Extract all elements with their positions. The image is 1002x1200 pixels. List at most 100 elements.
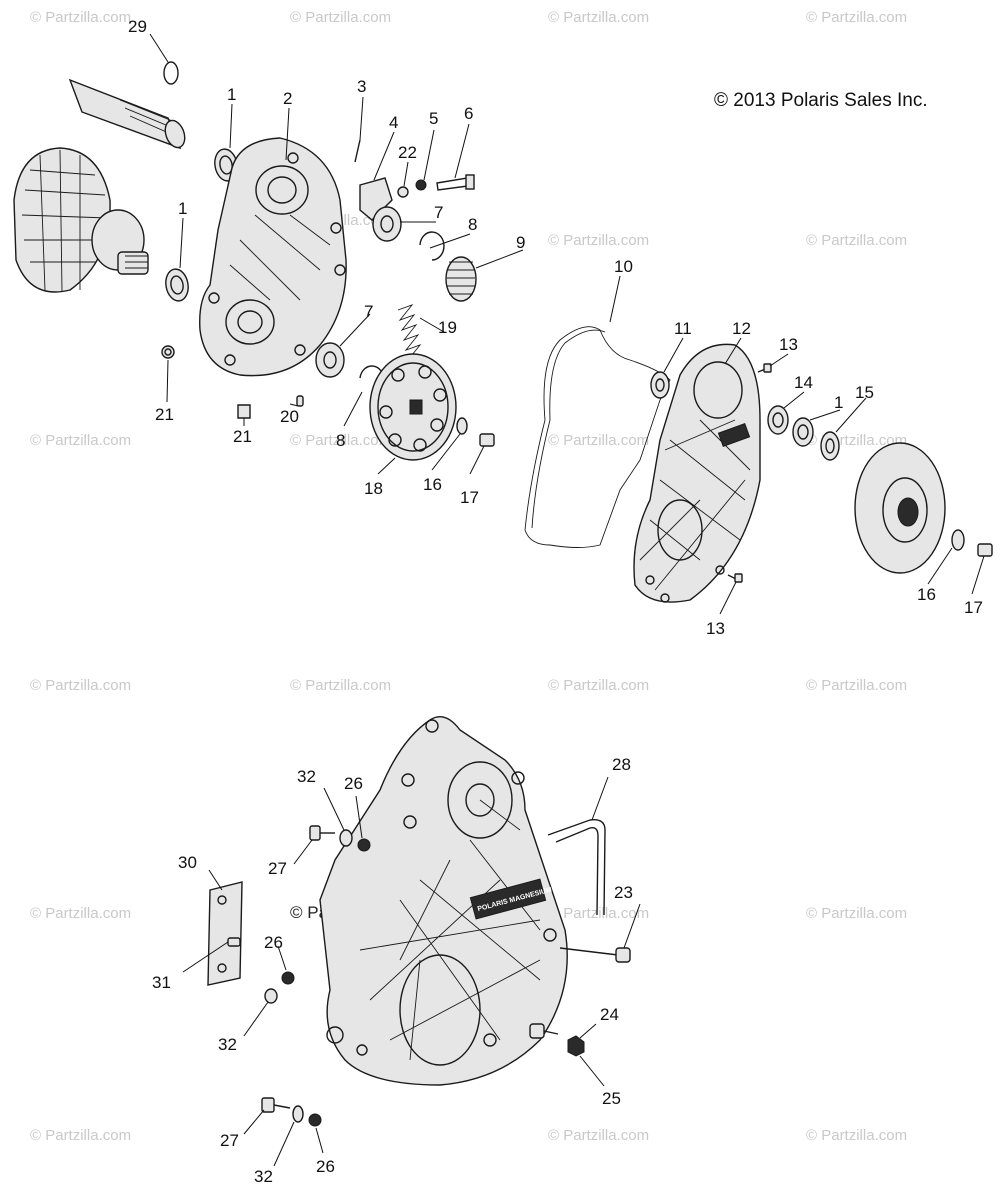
callout: 19	[438, 318, 457, 337]
bolt-24	[529, 1023, 559, 1039]
brake-disc	[854, 442, 946, 574]
plug-21-lower	[237, 404, 251, 419]
callout: 17	[460, 488, 479, 507]
drive-clutch	[13, 147, 149, 293]
callout: 21	[155, 405, 174, 424]
washer-22	[397, 186, 409, 198]
callout: 9	[516, 233, 525, 252]
pin-3	[354, 139, 361, 163]
watermark: © Partzilla.com	[548, 9, 649, 26]
callout: 27	[268, 859, 287, 878]
inner-case-2	[199, 137, 347, 377]
lower-assembly: POLARIS MAGNESIUM	[182, 716, 641, 1167]
nut-26-middle	[281, 971, 295, 985]
dowel-20	[296, 395, 304, 407]
bearing-7-lower	[315, 342, 345, 378]
nut-5	[415, 179, 427, 191]
washer-32-middle	[264, 988, 278, 1004]
cover-12	[633, 343, 761, 603]
callout: 1	[178, 199, 187, 218]
watermark: © Partzilla.com	[806, 9, 907, 26]
watermark: © Partzilla.com	[30, 1127, 131, 1144]
callout: 23	[614, 883, 633, 902]
nut-26-lower	[308, 1113, 322, 1127]
tensioner-19	[397, 304, 422, 361]
callout: 22	[398, 143, 417, 162]
callout: 30	[178, 853, 197, 872]
leader-lines	[149, 33, 985, 615]
bolt-27-upper	[309, 825, 335, 841]
drive-shaft	[68, 78, 186, 150]
bolt-27-lower	[261, 1097, 291, 1113]
callout: 16	[423, 475, 442, 494]
watermark: © Partzilla.com	[548, 905, 649, 922]
watermark: © Partzilla.com	[548, 232, 649, 249]
watermark: © Partzilla.com	[548, 432, 649, 449]
callout: 11	[674, 319, 692, 338]
callout: 8	[468, 215, 477, 234]
bolt-13-lower	[727, 573, 743, 583]
washer-32-lower	[292, 1105, 304, 1123]
callout: 13	[706, 619, 725, 638]
callout: 31	[152, 973, 171, 992]
callout: 5	[429, 109, 438, 128]
upper-exploded-assembly	[13, 33, 993, 615]
callout: 10	[614, 257, 633, 276]
callout: 15	[855, 383, 874, 402]
sprocket-9	[445, 256, 477, 302]
callout: 7	[434, 203, 443, 222]
callout: 7	[364, 302, 373, 321]
callout: 16	[917, 585, 936, 604]
nut-25	[567, 1035, 585, 1057]
callout: 32	[218, 1035, 237, 1054]
bolt-17	[479, 433, 495, 447]
watermark: © Partzilla.com	[30, 905, 131, 922]
callout: 4	[389, 113, 398, 132]
chaincase-cover-assembled: POLARIS MAGNESIUM	[319, 716, 568, 1086]
gear-18	[369, 353, 457, 461]
bracket-30-31	[207, 881, 243, 986]
callout: 20	[280, 407, 299, 426]
callout: 1	[834, 393, 843, 412]
seal-1-right	[792, 417, 814, 447]
watermark: © Partzilla.com	[30, 9, 131, 26]
watermark: © Partzilla.com	[806, 232, 907, 249]
bolt-23	[559, 947, 631, 963]
lower-leader-lines	[182, 776, 641, 1167]
callout: 21	[233, 427, 252, 446]
snap-ring-8-upper	[419, 231, 445, 261]
copyright-text: © 2013 Polaris Sales Inc.	[714, 90, 928, 111]
callout: 1	[227, 85, 236, 104]
washer-16	[456, 417, 468, 435]
watermark: © Partzilla.com	[30, 432, 131, 449]
seal-1-lower	[165, 268, 189, 302]
washer-16-right	[951, 529, 965, 551]
bearing-7-upper	[372, 206, 402, 242]
watermark-layer: © Partzilla.com © Partzilla.com © Partzi…	[30, 9, 907, 1144]
vent-hose-28	[547, 819, 606, 916]
callout: 17	[964, 598, 983, 617]
bolt-17-right	[977, 543, 993, 557]
watermark: © Partzilla.com	[806, 905, 907, 922]
plug-21-upper	[161, 345, 175, 359]
washer-32-upper	[339, 829, 353, 847]
bolt-6	[436, 174, 475, 191]
watermark: © Partzilla.com	[806, 1127, 907, 1144]
callout: 32	[297, 767, 316, 786]
callout: 12	[732, 319, 751, 338]
callout: 3	[357, 77, 366, 96]
callout: 26	[344, 774, 363, 793]
callout: 8	[336, 431, 345, 450]
bearing-11	[650, 371, 670, 399]
watermark: © Partzilla.com	[548, 677, 649, 694]
bolt-13-upper	[757, 363, 772, 373]
gasket-10	[524, 326, 671, 548]
callout: 13	[779, 335, 798, 354]
watermark: © Partzilla.com	[290, 677, 391, 694]
callout: 6	[464, 104, 473, 123]
callout: 14	[794, 373, 813, 392]
callout: 29	[128, 17, 147, 36]
callout: 18	[364, 479, 383, 498]
nut-26-upper	[357, 838, 371, 852]
